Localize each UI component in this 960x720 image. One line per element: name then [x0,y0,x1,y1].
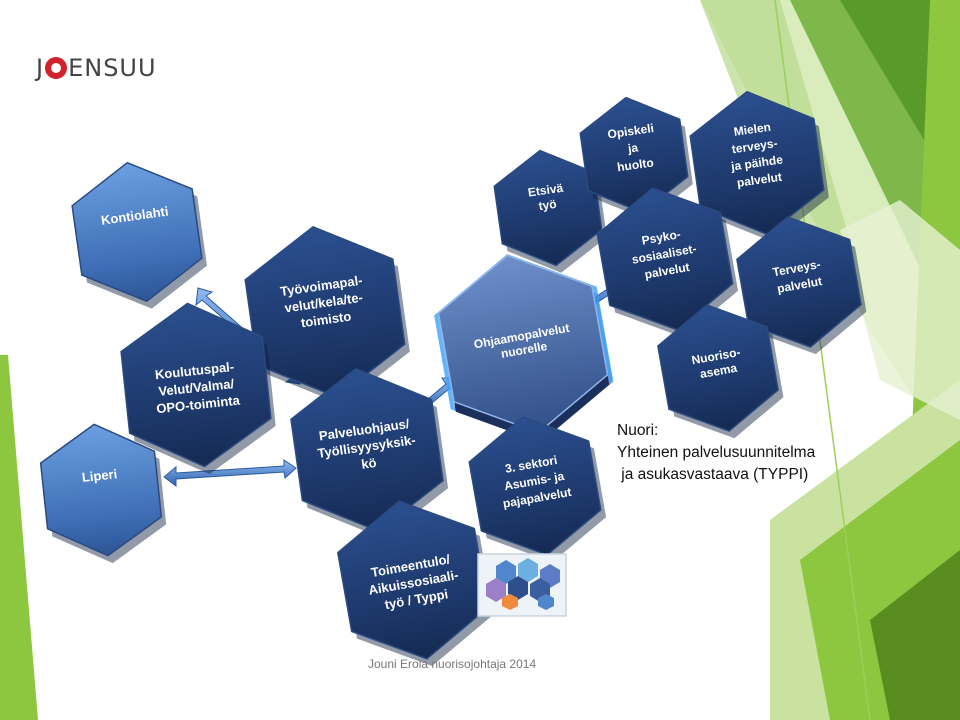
joensuu-logo: J ENSUU [36,54,157,82]
hex-nuorisoasema: Nuoriso-asema [657,304,784,439]
nuori-line-2: Yhteinen palvelusuunnitelma [617,444,816,461]
hex-ohjaamopalvelut: Ohjaamopalvelutnuorelle [434,254,614,443]
hex-toimeentulo: Toimeentulo/Aikuissosiaali-työ / Typpi [336,500,494,666]
hex-label-line: terveys- [731,136,779,156]
hex-label-line: Etsivä [527,181,564,200]
diagram-thumbnail [477,553,567,617]
hex-etsiva: Etsivätyö [493,149,607,273]
hex-liperi: Liperi [39,423,167,564]
hex-label-line: ja [626,140,639,155]
footer-credit: Jouni Erola nuorisojohtaja 2014 [368,657,537,671]
logo-text-left: J [36,54,45,82]
hex-kolmas-sektori: 3. sektoriAsumis- japajapalvelut [468,416,607,563]
arrow-liperi-palveluohjaus [163,459,297,487]
hex-koulutuspalvelut: Koulutuspal-Velut/Valma/OPO-toiminta [120,302,276,475]
nuori-line-3: ja asukasvastaava (TYPPI) [617,466,809,483]
hex-label-opiskeluhuolto: Opiskelijahuolto [607,121,660,175]
hex-label-line: asema [699,361,739,381]
nuori-line-1: Nuori: [617,422,659,439]
hex-label-etsiva: Etsivätyö [527,181,566,215]
hex-label-line: Opiskeli [607,121,655,141]
hex-label-line: Liperi [81,466,118,485]
hex-label-line: työ [538,197,558,213]
green-decoration [700,0,960,720]
hex-label-line: Mielen [733,120,772,139]
hex-palveluohjaus: Palveluohjaus/Työllisyysyksik-kö [290,367,449,539]
left-green-strip [0,355,38,720]
hex-label-koulutuspalvelut: Koulutuspal-Velut/Valma/OPO-toiminta [152,359,241,417]
hex-kontiolahti: Kontiolahti [71,161,207,309]
hex-psykososiaaliset: Psyko-sosiaaliset-palvelut [596,187,739,338]
logo-emblem-icon [45,57,68,79]
logo-text-right: ENSUU [68,54,157,82]
hex-label-line: huolto [616,155,654,174]
hex-label-line: Psyko- [641,227,682,248]
nuori-note: Nuori: Yhteinen palvelusuunnitelma ja as… [617,420,815,486]
hex-label-liperi: Liperi [81,466,118,485]
hex-opiskeluhuolto: Opiskelijahuolto [579,96,693,220]
hex-mielenterveys: Mielenterveys-ja päihdepalvelut [689,90,829,242]
hex-terveyspalvelut: Terveys-palvelut [736,216,867,355]
hex-label-nuorisoasema: Nuoriso-asema [690,345,744,382]
hex-label-line: palvelut [736,170,783,190]
hex-label-line: toimisto [300,308,352,330]
hex-label-line: kö [360,455,377,472]
hex-tyovoimapalvelut: Työvoimapal-velut/kela/te-toimisto [244,225,410,405]
